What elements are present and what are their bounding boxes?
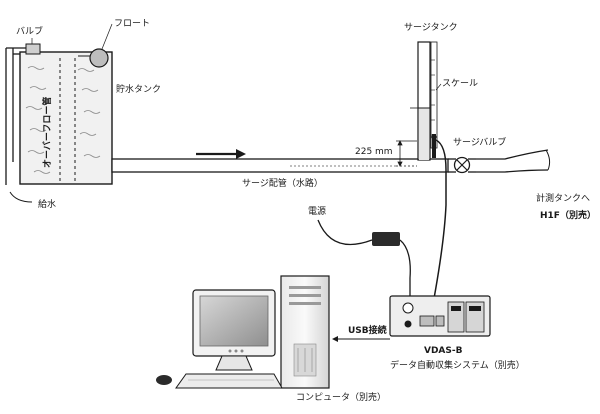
label-surge-tank: サージタンク: [404, 22, 458, 33]
label-power: 電源: [308, 206, 326, 217]
label-height-dimension: 225 mm: [355, 147, 393, 157]
label-surge-valve: サージバルブ: [453, 136, 506, 148]
flow-arrow: [196, 149, 246, 159]
usb-cable: [332, 336, 390, 342]
pressure-sensor: [431, 134, 437, 158]
label-vdas-desc: データ自動収集システム（別売）: [390, 359, 525, 371]
power-adapter: [317, 219, 411, 296]
supply-pipe: [5, 47, 28, 185]
label-vdas-name: VDAS-B: [424, 346, 463, 356]
label-scale: スケール: [442, 78, 478, 89]
sensor-cable: [427, 139, 447, 331]
surge-valve: [453, 156, 471, 174]
label-valve: バルブ: [16, 25, 43, 37]
vdas-device: [389, 295, 491, 337]
scale: [430, 41, 438, 149]
label-to-measure-tank: 計測タンクへ: [536, 192, 590, 204]
label-water-supply: 給水: [38, 198, 56, 210]
surge-tank: [410, 41, 431, 161]
label-storage-tank: 貯水タンク: [116, 83, 161, 95]
label-usb: USB接続: [348, 324, 387, 336]
storage-tank: [19, 51, 113, 185]
label-computer: コンピュータ（別売）: [296, 391, 386, 403]
label-h1f: H1F（別売）: [540, 209, 596, 221]
float: [78, 48, 109, 68]
supply-arrow: [9, 191, 33, 203]
computer: [156, 275, 330, 389]
surge-pipe: [111, 149, 551, 173]
overflow-pipe: [59, 58, 76, 184]
water-waves: [25, 66, 101, 174]
supply-valve: [25, 43, 41, 55]
label-surge-pipe: サージ配管（水路）: [242, 177, 323, 189]
label-float: フロート: [114, 19, 150, 29]
height-dimension: [290, 140, 417, 167]
label-overflow-pipe: オーバーフロー管: [41, 97, 53, 168]
